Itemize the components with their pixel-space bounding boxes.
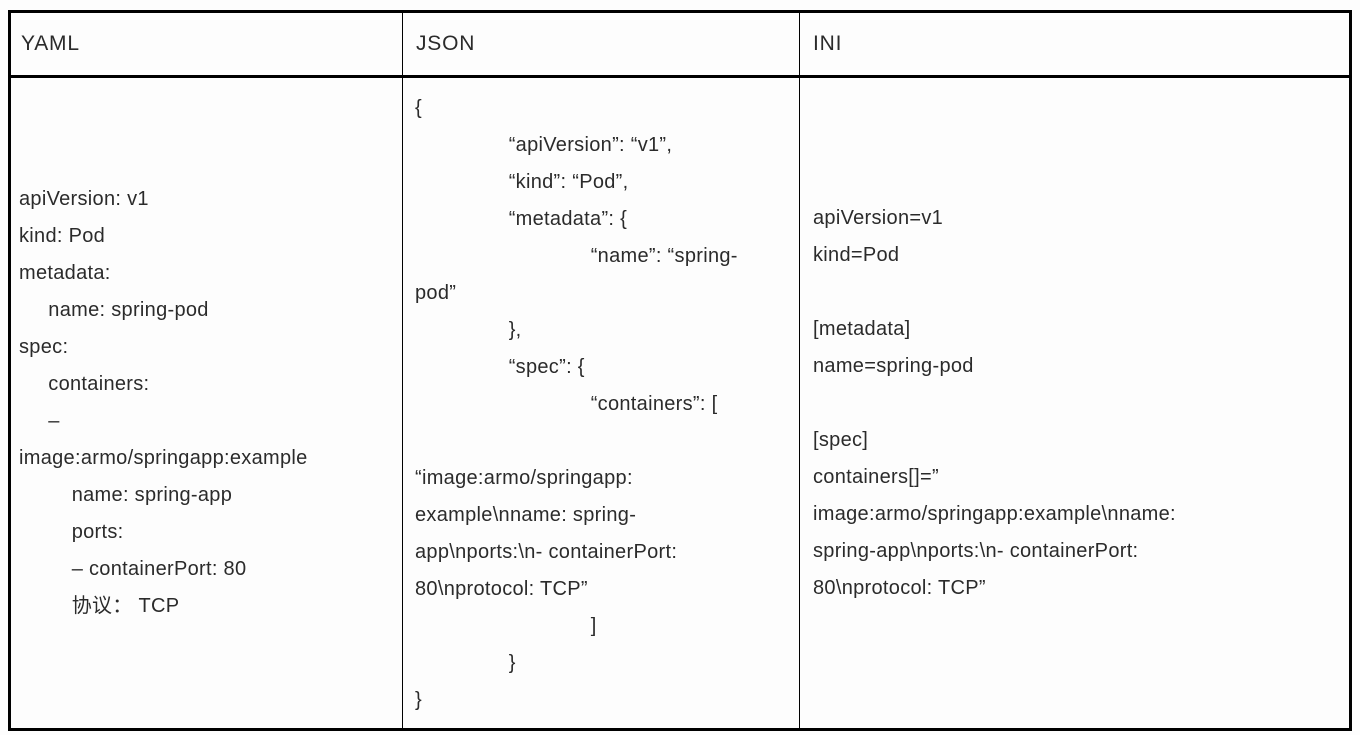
code-line: } <box>415 689 422 711</box>
code-line: { <box>415 97 422 119</box>
code-line: kind: Pod <box>19 225 106 247</box>
header-cell-ini: INI <box>800 13 1349 75</box>
cell-yaml-code: apiVersion: v1 kind: Pod metadata: name: s… <box>11 78 403 728</box>
code-line: “containers”: [ <box>415 393 718 415</box>
code-line: “metadata”: { <box>415 208 628 230</box>
header-label-json: JSON <box>416 32 476 55</box>
code-line: “kind”: “Pod”, <box>415 171 629 193</box>
header-cell-json: JSON <box>403 13 800 75</box>
code-line: 80\nprotocol: TCP” <box>813 576 986 599</box>
header-label-ini: INI <box>813 32 843 55</box>
code-line: }, <box>415 319 522 341</box>
code-line: pod” <box>415 282 457 304</box>
code-line <box>415 423 797 460</box>
code-line: kind=Pod <box>813 243 900 266</box>
code-line: containers: <box>19 373 150 395</box>
code-line: example\nname: spring- <box>415 504 637 526</box>
code-line: spec: <box>19 336 69 358</box>
table-body-row: apiVersion: v1 kind: Pod metadata: name: s… <box>11 78 1349 728</box>
code-line: – <box>19 410 60 432</box>
table-header-row: YAML JSON INI <box>11 13 1349 78</box>
code-line: containers[]=” <box>813 465 939 488</box>
format-comparison-table: YAML JSON INI apiVersion: v1 kind: Pod met… <box>8 10 1352 731</box>
code-line: [metadata] <box>813 317 911 340</box>
cell-json-code: { “apiVersion”: “v1”, “kind”: “Pod”, “me… <box>403 78 800 728</box>
code-line: } <box>415 652 516 674</box>
code-line: spring-app\nports:\n- containerPort: <box>813 539 1139 562</box>
code-line: 协议： TCP <box>19 595 180 617</box>
code-line: app\nports:\n- containerPort: <box>415 541 678 563</box>
code-line: name=spring-pod <box>813 354 974 377</box>
code-line: “name”: “spring- <box>415 245 738 267</box>
code-line: “apiVersion”: “v1”, <box>415 134 673 156</box>
code-line: – containerPort: 80 <box>19 558 247 580</box>
code-line: 80\nprotocol: TCP” <box>415 578 588 600</box>
header-cell-yaml: YAML <box>11 13 403 75</box>
code-line: ] <box>415 615 597 637</box>
code-line: ports: <box>19 521 124 543</box>
code-line: name: spring-pod <box>19 299 209 321</box>
code-line <box>813 274 1347 311</box>
code-line: apiVersion: v1 <box>19 188 149 210</box>
code-line: metadata: <box>19 262 111 284</box>
code-line: name: spring-app <box>19 484 233 506</box>
code-line: “image:armo/springapp: <box>415 467 633 489</box>
code-line: image:armo/springapp:example <box>19 447 308 469</box>
cell-ini-code: apiVersion=v1 kind=Pod [metadata] name=spr… <box>800 78 1349 728</box>
code-line: “spec”: { <box>415 356 585 378</box>
code-line <box>813 385 1347 422</box>
header-label-yaml: YAML <box>21 32 80 55</box>
code-line: image:armo/springapp:example\nname: <box>813 502 1176 525</box>
code-line: [spec] <box>813 428 869 451</box>
code-line: apiVersion=v1 <box>813 206 944 229</box>
